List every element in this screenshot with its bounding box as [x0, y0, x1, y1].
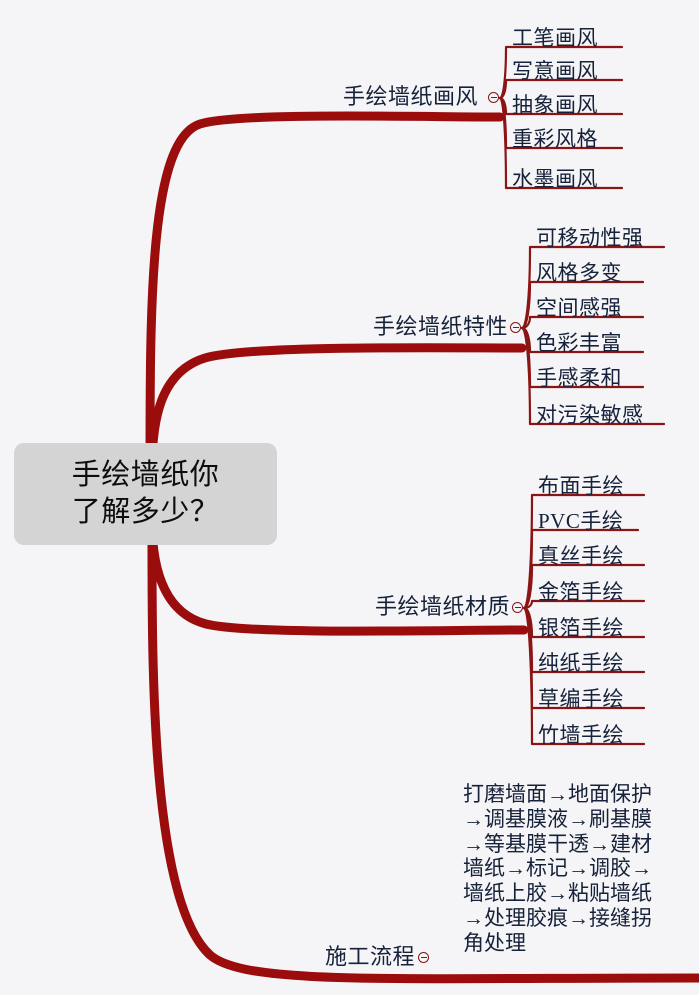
leaf-node-label[interactable]: 手感柔和 — [536, 366, 622, 390]
collapse-toggle-icon[interactable] — [510, 322, 521, 333]
central-topic-label: 手绘墙纸你 了解多少？ — [71, 458, 220, 528]
leaf-node-label[interactable]: 写意画风 — [512, 59, 598, 83]
leaf-node-label[interactable]: 抽象画风 — [512, 93, 598, 117]
leaf-node-label[interactable]: 草编手绘 — [538, 687, 624, 711]
leaf-node-label[interactable]: 色彩丰富 — [536, 331, 622, 355]
leaf-node-label[interactable]: 纯纸手绘 — [538, 651, 624, 675]
branch-label[interactable]: 手绘墙纸特性 — [372, 314, 508, 339]
leaf-node-label[interactable]: 可移动性强 — [536, 226, 644, 250]
leaf-node-label[interactable]: PVC手绘 — [538, 509, 624, 533]
leaf-node-label[interactable]: 重彩风格 — [512, 127, 598, 151]
branch-label[interactable]: 施工流程 — [324, 944, 415, 969]
leaf-node-label[interactable]: 银箔手绘 — [538, 616, 624, 640]
collapse-toggle-icon[interactable] — [418, 952, 429, 963]
branch-label[interactable]: 手绘墙纸材质 — [374, 594, 510, 619]
leaf-node-label[interactable]: 布面手绘 — [538, 474, 624, 498]
leaf-node-label[interactable]: 水墨画风 — [512, 167, 598, 191]
leaf-node-label[interactable]: 真丝手绘 — [538, 544, 624, 568]
leaf-node-label[interactable]: 空间感强 — [536, 296, 622, 320]
collapse-toggle-icon[interactable] — [488, 92, 499, 103]
leaf-node-label[interactable]: 金箔手绘 — [538, 580, 624, 604]
collapse-toggle-icon[interactable] — [512, 602, 523, 613]
leaf-node-label[interactable]: 竹墙手绘 — [538, 723, 624, 747]
central-topic-node[interactable]: 手绘墙纸你 了解多少？ — [14, 443, 277, 545]
branch-trunk — [145, 111, 505, 475]
leaf-node-label[interactable]: 工笔画风 — [512, 26, 598, 50]
branch-label[interactable]: 手绘墙纸画风 — [342, 84, 478, 109]
leaf-node-label[interactable]: 打磨墙面→地面保护→调基膜液→刷基膜→等基膜干透→建材墙纸→标记→调胶→墙纸上胶… — [463, 782, 652, 955]
leaf-node-label[interactable]: 对污染敏感 — [536, 403, 644, 427]
leaf-node-label[interactable]: 风格多变 — [536, 261, 622, 285]
